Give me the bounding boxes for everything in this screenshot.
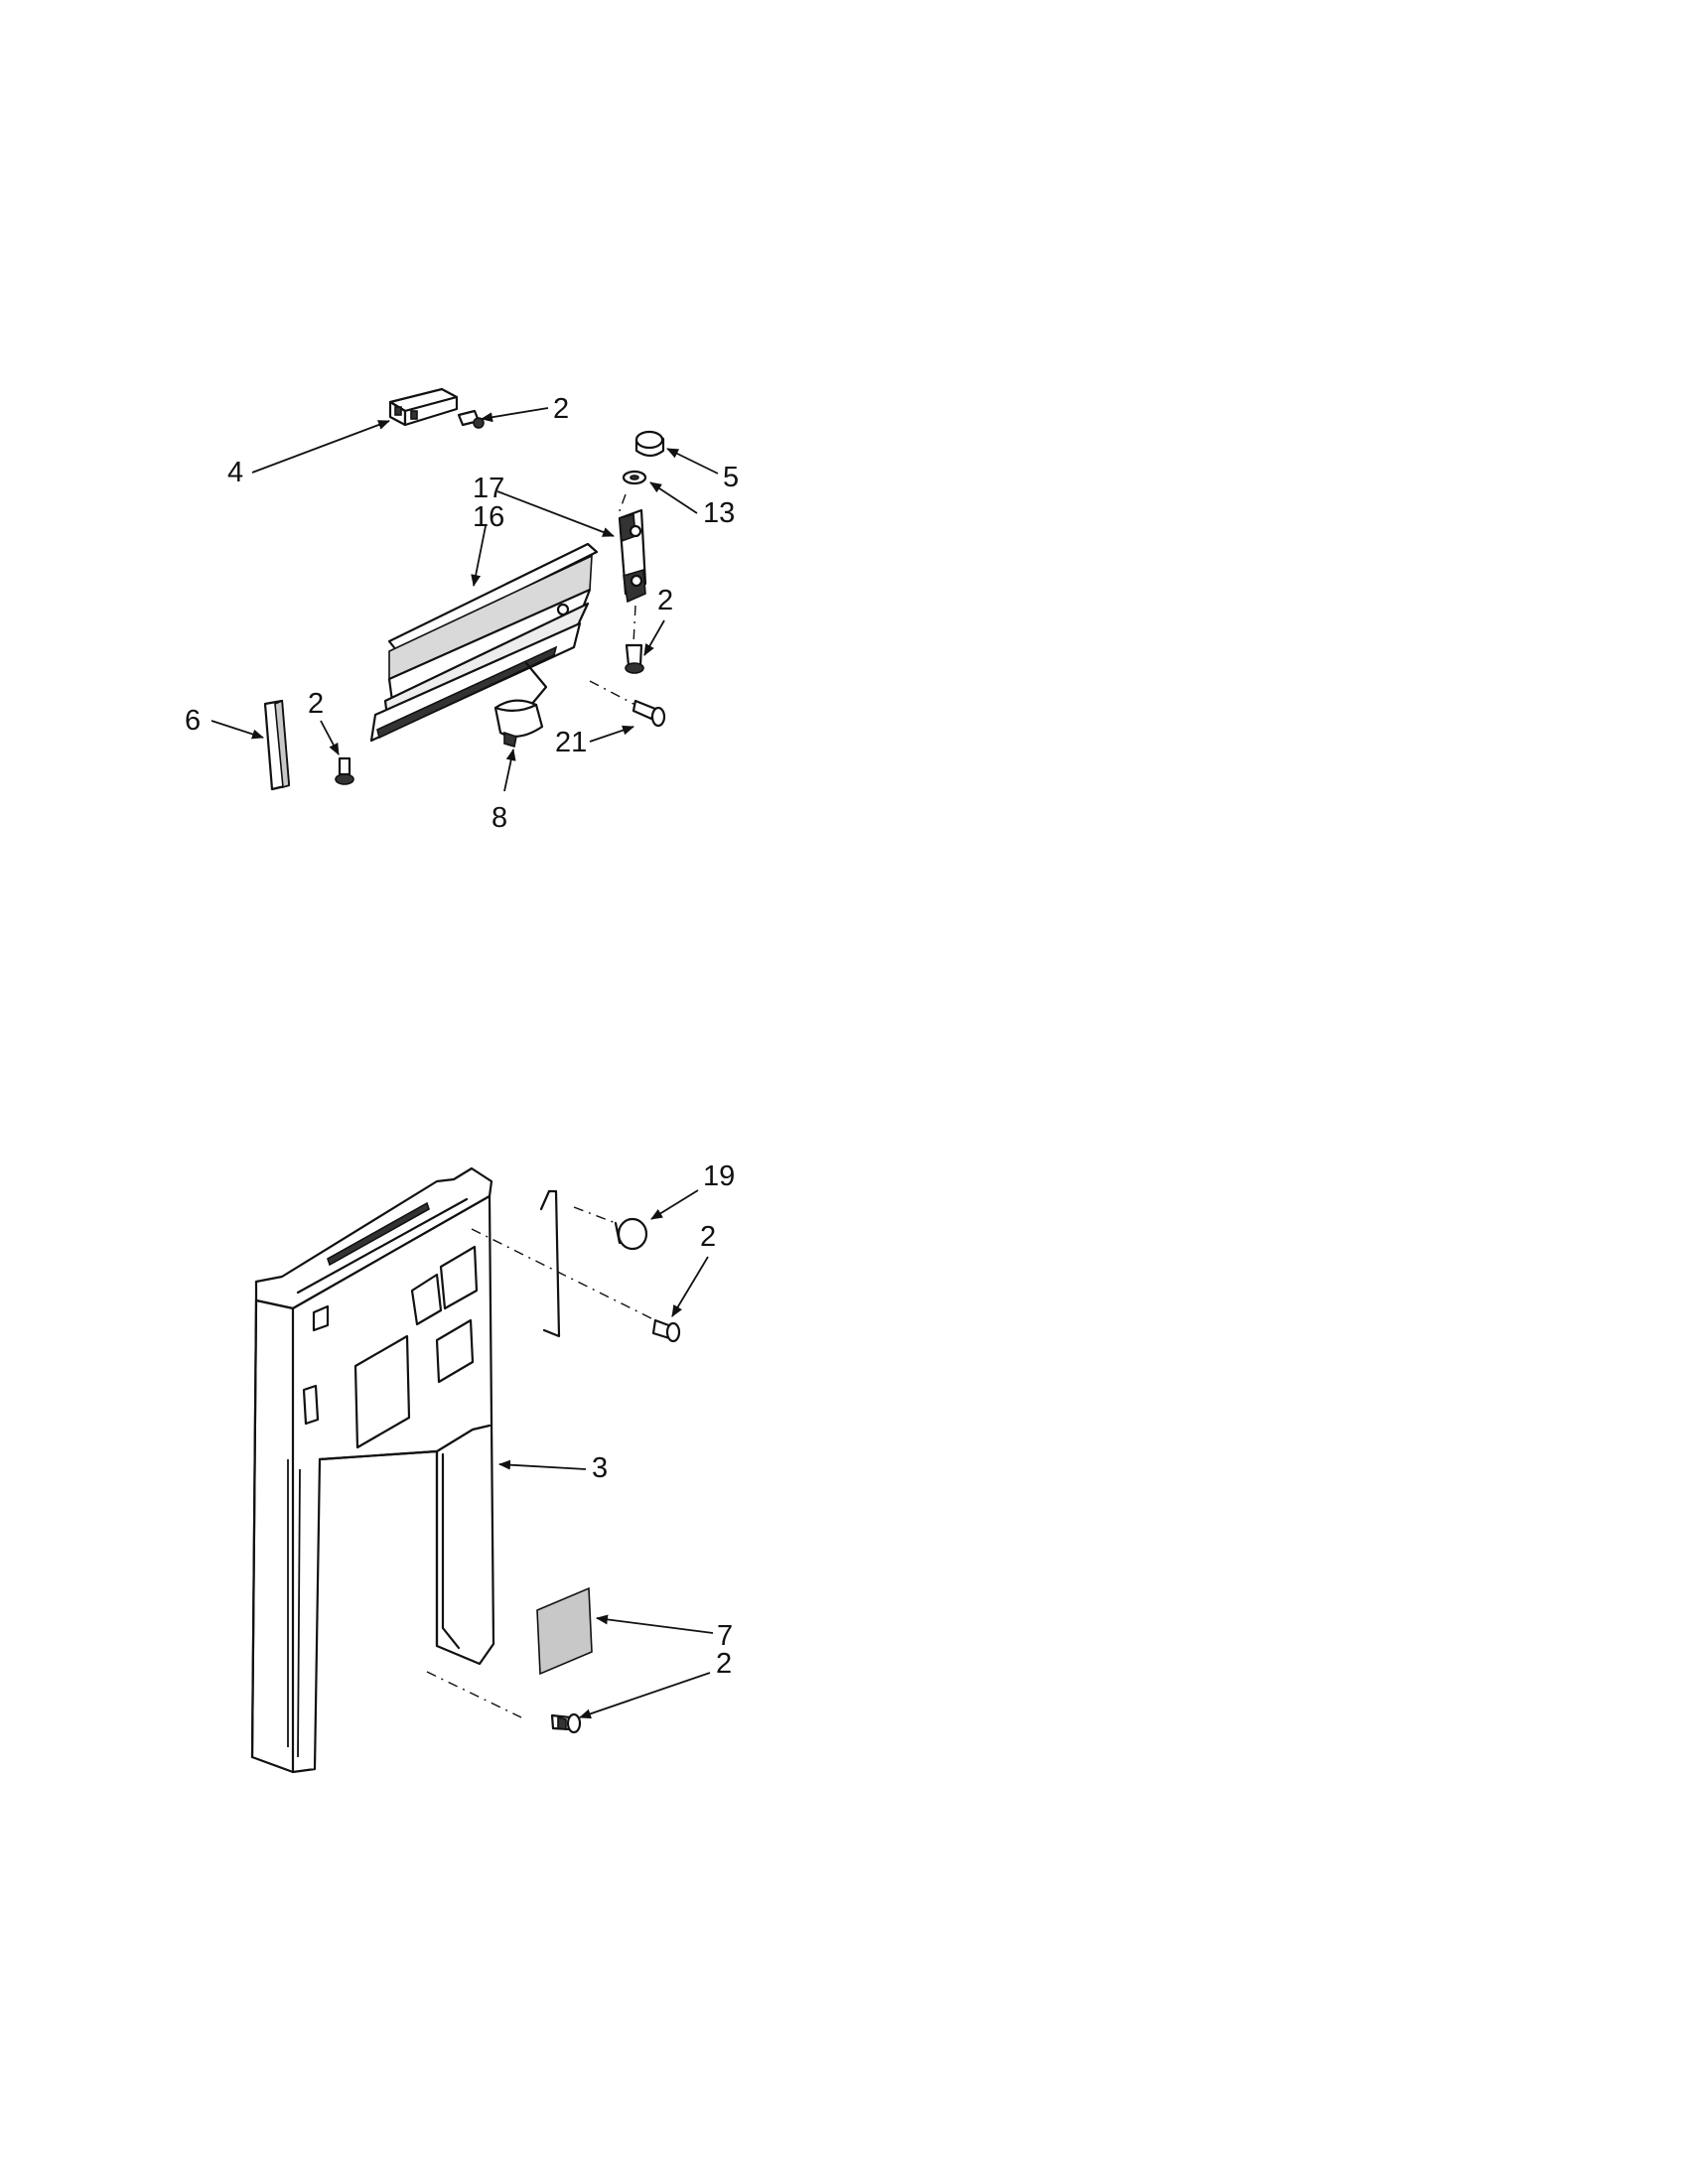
callout-2-left: 2	[308, 688, 324, 720]
callout-13: 13	[703, 497, 735, 529]
screw-bottom-upper	[471, 1228, 681, 1343]
callout-3: 3	[592, 1452, 608, 1484]
part-17-hinge-arm	[618, 508, 647, 604]
screw-left	[335, 756, 354, 785]
part-4-bracket	[388, 387, 459, 427]
screw-hinge	[625, 605, 644, 674]
part-5-cap	[634, 430, 665, 458]
callout-19: 19	[703, 1160, 735, 1192]
callout-2-lower: 2	[716, 1648, 732, 1680]
callout-16: 16	[473, 501, 504, 533]
callout-21: 21	[555, 727, 587, 758]
part-19-plug	[539, 1189, 648, 1338]
part-16-rail	[369, 542, 599, 743]
callout-2-upper: 2	[700, 1221, 716, 1253]
part-21-screw	[589, 680, 666, 728]
top-assembly: 4 2 5 17 16 13 2 6 2 21 8	[185, 387, 739, 834]
callout-8: 8	[491, 802, 507, 834]
part-6-strip	[263, 699, 291, 791]
part-7-plate	[536, 1586, 593, 1676]
callout-4: 4	[227, 457, 243, 488]
callout-2-hinge: 2	[657, 585, 673, 616]
part-3-frame	[250, 1166, 495, 1774]
screw-bottom-lower	[426, 1671, 582, 1734]
callout-2-top: 2	[553, 393, 569, 425]
part-8-knob	[493, 699, 544, 749]
bottom-assembly: 19 2 3 7 2	[250, 1160, 735, 1774]
callout-5: 5	[723, 462, 739, 493]
callout-6: 6	[185, 705, 201, 737]
screw-top-a	[457, 409, 485, 429]
callout-17: 17	[473, 473, 504, 504]
part-13-washer	[617, 470, 647, 517]
callout-7: 7	[717, 1620, 733, 1652]
